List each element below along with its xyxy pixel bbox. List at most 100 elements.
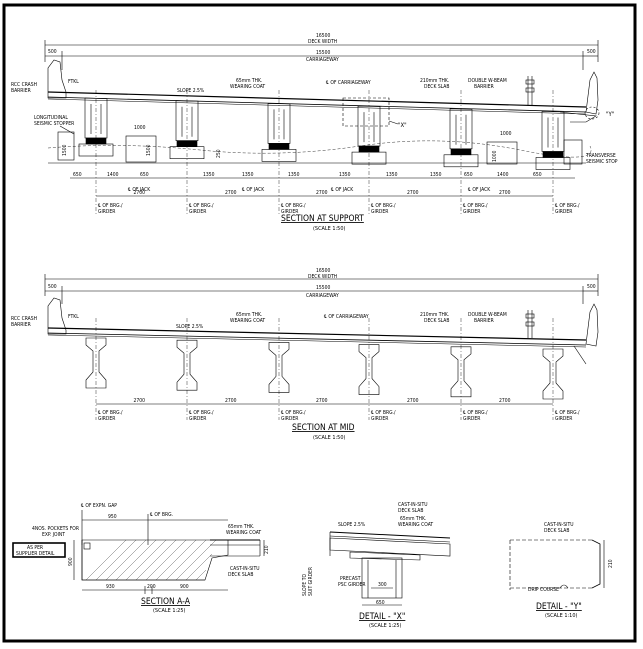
- support-title: SECTION AT SUPPORT: [281, 214, 364, 224]
- mid-girder: [542, 318, 564, 420]
- aa-dim-210: 210: [264, 545, 270, 554]
- aa-deck-slab-1: CAST-IN-SITU: [230, 566, 260, 572]
- mid-girder-label: ℄ OF BRG./: [98, 410, 123, 416]
- mid-girder-label: GIRDER: [555, 416, 572, 422]
- y-dim-210: 210: [608, 559, 614, 568]
- right-crash-barrier: [585, 71, 599, 115]
- mid-slope: SLOPE 2.5%: [176, 324, 204, 330]
- x-dim-650: 650: [376, 600, 385, 606]
- jack-dim: 1400: [107, 172, 119, 178]
- girder-label: ℄ OF BRG./: [189, 203, 214, 209]
- slope-label: SLOPE 2.5%: [177, 88, 205, 94]
- aa-dim-200: 200: [147, 584, 156, 590]
- x-wearing-2: WEARING COAT: [398, 522, 433, 528]
- detail-x: [329, 531, 451, 606]
- trans-stopper-label-2: SEISMIC STOP: [586, 159, 618, 165]
- mid-left-barrier: [47, 297, 67, 335]
- deck-slab-label-2: DECK SLAB: [424, 84, 449, 90]
- x-deck-slab: [329, 537, 451, 557]
- dim-left: 500: [48, 49, 57, 55]
- transverse-stopper: [563, 139, 583, 165]
- girder-spacing-dim: 2700: [499, 190, 511, 196]
- aa-dim-900-v: 900: [68, 557, 74, 566]
- aa-scale: (SCALE 1:25): [153, 608, 185, 614]
- mid-wbeam-barrier: [525, 310, 535, 338]
- mid-girder-spacing-dim: 2700: [316, 398, 328, 404]
- dim-1000-a: 1000: [134, 125, 146, 131]
- crash-barrier-label-2: BARRIER: [11, 88, 31, 94]
- aa-pocket: [83, 542, 91, 550]
- x-labels: CAST-IN-SITU DECK SLAB 65mm THK. WEARING…: [302, 502, 433, 629]
- detail-x-callout: [342, 97, 390, 127]
- section-aa: [73, 510, 265, 594]
- girder-label: GIRDER: [281, 209, 298, 215]
- mid-wearing-1: 65mm THK.: [236, 312, 262, 318]
- mid-right-barrier: [585, 303, 599, 347]
- dim-right: 500: [587, 49, 596, 55]
- y-labels: CAST-IN-SITU DECK SLAB 210 DRIP COURSE D…: [528, 522, 614, 619]
- mid-girder-spacing-dim: 2700: [499, 398, 511, 404]
- x-deck-slab-1: CAST-IN-SITU: [398, 502, 428, 508]
- mid-scale: (SCALE 1:50): [313, 435, 345, 441]
- mid-wbeam-2: BARRIER: [474, 318, 494, 324]
- long-stopper-label-2: SEISMIC STOPPER: [34, 121, 74, 127]
- y-title: DETAIL - "Y": [536, 602, 582, 612]
- aa-dim-900: 900: [180, 584, 189, 590]
- x-dim-300: 300: [378, 582, 387, 588]
- girder-label: GIRDER: [189, 209, 206, 215]
- wbeam-label-1: DOUBLE W-BEAM: [468, 78, 507, 84]
- mid-carriageway: CARRIAGEWAY: [306, 293, 339, 299]
- jack-dim: 650: [464, 172, 473, 178]
- aa-supplier-box: [12, 542, 66, 558]
- support-girder: [78, 90, 114, 214]
- section-at-mid: [44, 274, 599, 420]
- carriageway-label: CARRIAGEWAY: [306, 57, 339, 63]
- cl-carriageway-label: ℄ OF CARRIAGEWAY: [326, 80, 371, 86]
- support-girder: [351, 90, 387, 214]
- wearing-coat-label-1: 65mm THK.: [236, 78, 262, 84]
- mid-girder: [176, 318, 198, 420]
- support-scale: (SCALE 1:50): [313, 226, 345, 232]
- girder-label: GIRDER: [371, 209, 388, 215]
- girder-label: ℄ OF BRG./: [98, 203, 123, 209]
- aa-expn-gap: ℄ OF EXPN. GAP: [81, 503, 117, 509]
- mid-dim-inner: 15500: [316, 285, 330, 291]
- mid-girder: [268, 318, 290, 420]
- aa-deck-slab-2: DECK SLAB: [228, 572, 253, 578]
- mid-dim-right: 500: [587, 284, 596, 290]
- aa-title: SECTION A-A: [141, 597, 191, 607]
- x-slope-side-2: SUIT GIRDER: [308, 567, 314, 596]
- x-slope: SLOPE 2.5%: [338, 522, 366, 528]
- jack-dim: 1350: [430, 172, 442, 178]
- girder-label: GIRDER: [98, 209, 115, 215]
- y-drip-course: [559, 584, 569, 589]
- jack-dim: 1350: [242, 172, 254, 178]
- jack-dim: 1350: [386, 172, 398, 178]
- detail-y-callout: [584, 106, 600, 120]
- ftkl-label: FTKL: [68, 79, 79, 85]
- x-scale: (SCALE 1:25): [369, 623, 401, 629]
- mid-dim-total: 16500: [316, 268, 330, 274]
- mid-wearing-2: WEARING COAT: [230, 318, 265, 324]
- mid-girder-label: ℄ OF BRG./: [281, 410, 306, 416]
- sheet-border: [2, 3, 637, 643]
- wbeam-label-2: BARRIER: [474, 84, 494, 90]
- mid-girder-label: ℄ OF BRG./: [189, 410, 214, 416]
- detail-y: [509, 539, 605, 590]
- aa-dim-930: 930: [106, 584, 115, 590]
- aa-dim-950: 950: [108, 514, 117, 520]
- mid-deck-width: DECK WIDTH: [308, 274, 337, 280]
- jack-dim: 650: [140, 172, 149, 178]
- girder-spacing-dim: 2700: [225, 190, 237, 196]
- dim-250: 250: [216, 149, 222, 158]
- section-at-support: [44, 40, 600, 214]
- girder-label: GIRDER: [463, 209, 480, 215]
- mid-girder-label: ℄ OF BRG./: [463, 410, 488, 416]
- aa-pockets-2: EXP. JOINT: [42, 532, 65, 538]
- deck-width-label: DECK WIDTH: [308, 39, 337, 45]
- jack-label: ℄ OF JACK: [128, 187, 151, 193]
- jack-dim: 1350: [288, 172, 300, 178]
- y-scale: (SCALE 1:10): [545, 613, 577, 619]
- y-deck-slab-2: DECK SLAB: [544, 528, 569, 534]
- girder-label: ℄ OF BRG./: [463, 203, 488, 209]
